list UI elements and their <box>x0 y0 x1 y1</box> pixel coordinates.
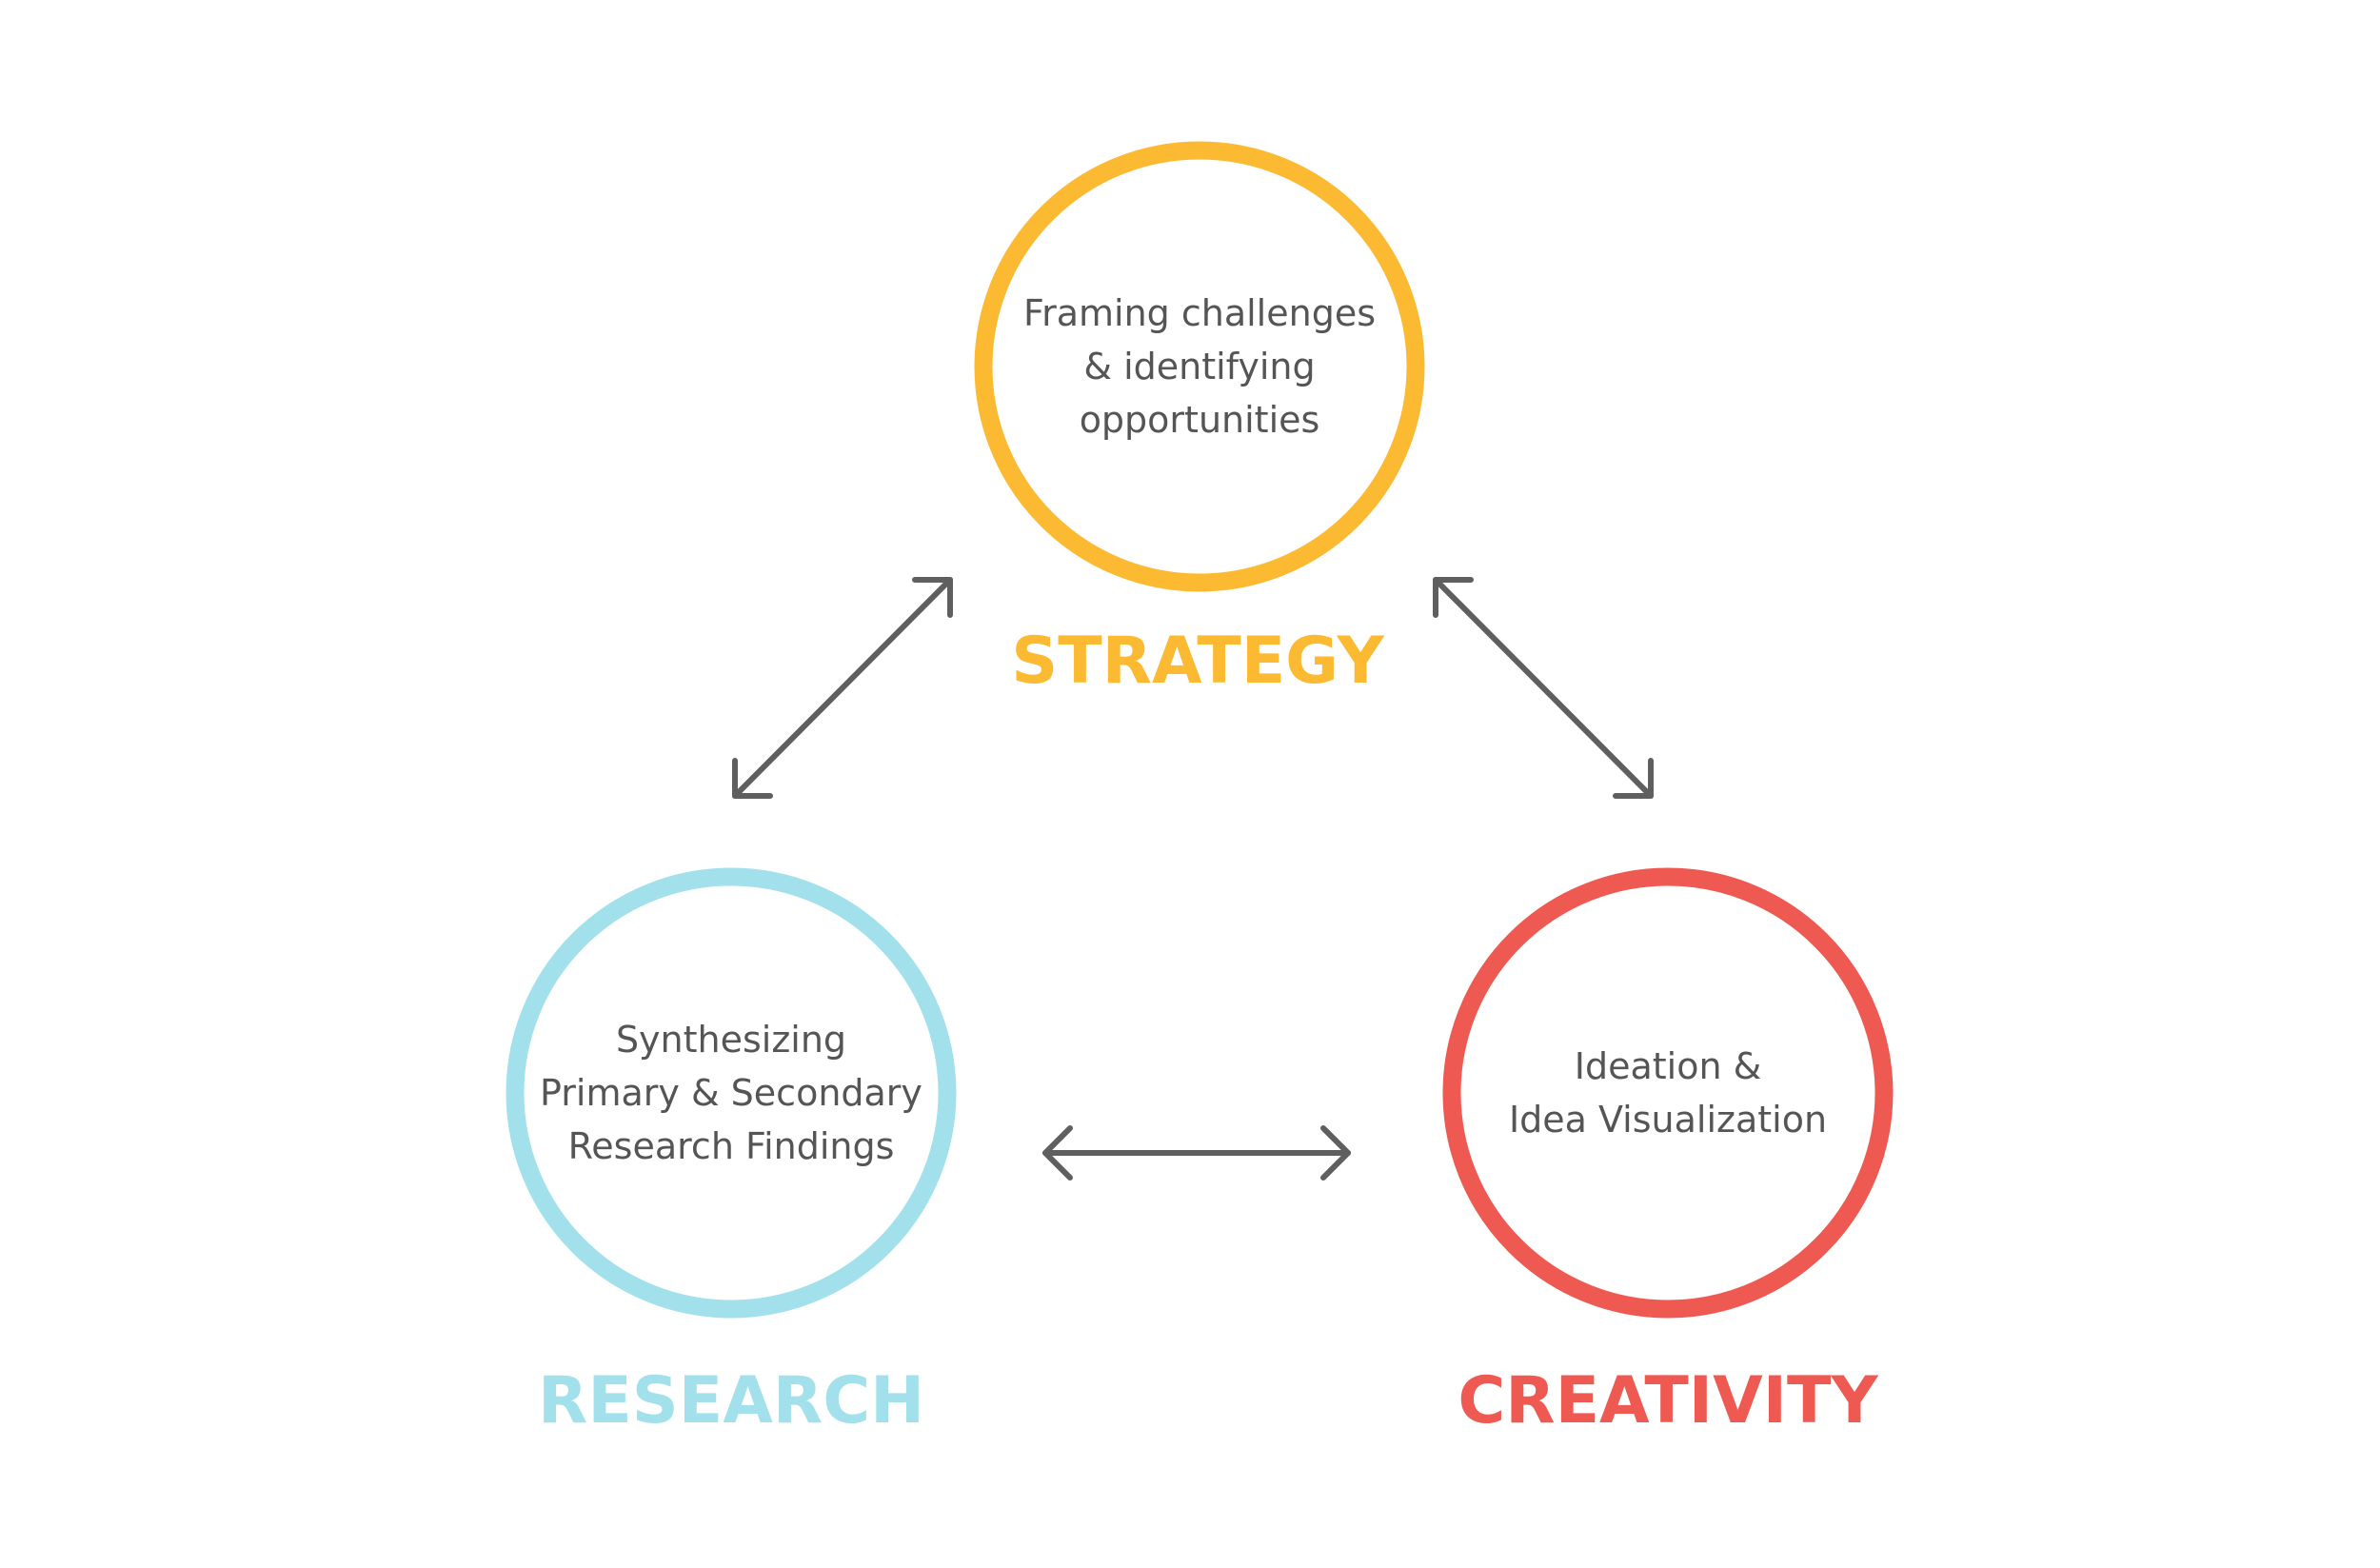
research-text-line-2: Primary & Secondary <box>540 1072 922 1114</box>
arrow-research-strategy-shaft <box>732 577 953 799</box>
arrow-research-creativity-head-start <box>1042 1125 1073 1181</box>
arrow-research-creativity <box>1042 1125 1351 1181</box>
arrow-research-strategy-head-start <box>732 758 773 799</box>
research-text-line-1: Synthesizing <box>616 1019 846 1061</box>
research-text-line-3: Research Findings <box>568 1125 895 1167</box>
arrow-research-strategy-head-end <box>912 577 953 618</box>
arrow-strategy-creativity-head-start <box>1433 577 1474 618</box>
research-node: Synthesizing Primary & Secondary Researc… <box>506 867 957 1439</box>
research-circle <box>506 867 957 1319</box>
strategy-circle <box>974 141 1425 592</box>
strategy-label: STRATEGY <box>1011 624 1384 699</box>
arrow-research-strategy <box>732 577 953 799</box>
strategy-text-line-1: Framing challenges <box>1023 292 1376 334</box>
creativity-text-line-1: Ideation & <box>1575 1045 1762 1087</box>
strategy-text-line-3: opportunities <box>1080 399 1320 441</box>
arrow-strategy-creativity-shaft <box>1433 577 1654 799</box>
strategy-node: Framing challenges & identifying opportu… <box>974 141 1425 699</box>
arrow-strategy-creativity <box>1433 577 1654 799</box>
creativity-circle <box>1442 867 1894 1319</box>
strategy-text-line-2: & identifying <box>1083 346 1315 387</box>
arrow-research-creativity-head-end <box>1320 1125 1351 1181</box>
creativity-text-line-2: Idea Visualization <box>1509 1099 1827 1141</box>
arrow-strategy-creativity-head-end <box>1613 758 1654 799</box>
creativity-label: CREATIVITY <box>1458 1363 1878 1439</box>
creativity-node: Ideation & Idea Visualization CREATIVITY <box>1442 867 1894 1439</box>
research-label: RESEARCH <box>538 1363 924 1439</box>
